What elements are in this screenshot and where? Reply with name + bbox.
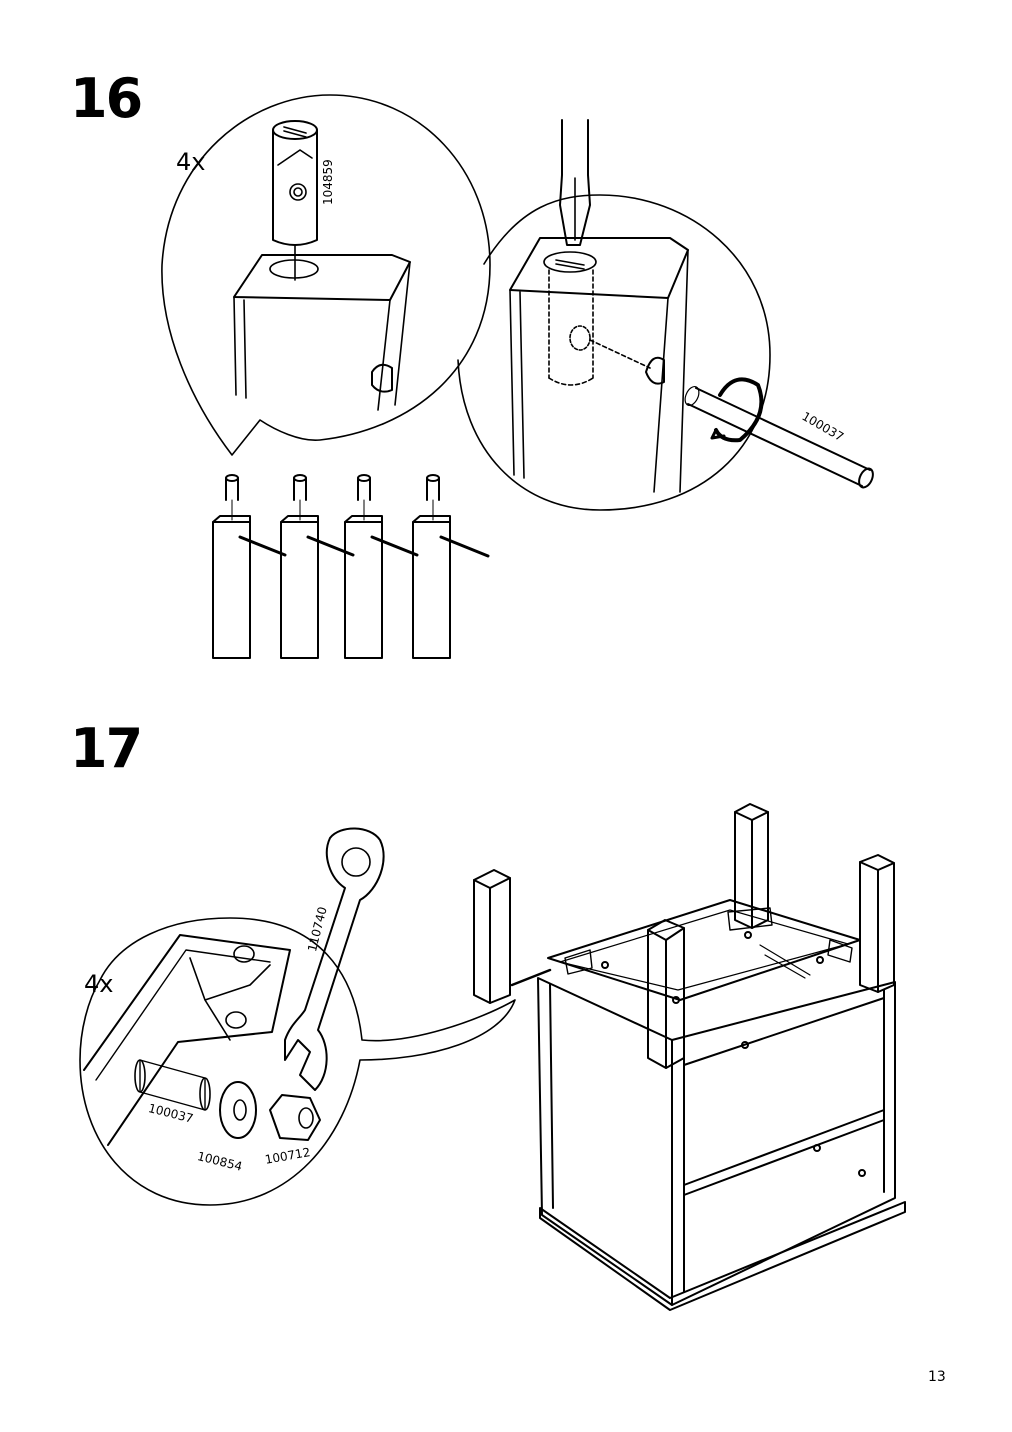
step16-quantity: 4x bbox=[176, 148, 206, 176]
step16-detail-circle-bolt bbox=[457, 119, 874, 511]
step17-detail-circle-fastening bbox=[79, 827, 516, 1206]
step16-legs-row bbox=[212, 474, 490, 659]
step-number-17: 17 bbox=[70, 717, 143, 780]
step-number-16: 16 bbox=[70, 67, 143, 130]
step16-detail-circle-dowel bbox=[161, 94, 491, 456]
step17-loose-leg bbox=[473, 869, 552, 1004]
step17-quantity: 4x bbox=[84, 970, 114, 998]
step17-cabinet bbox=[537, 803, 906, 1311]
page-number: 13 bbox=[928, 1369, 946, 1385]
part-number-dowel: 104859 bbox=[321, 159, 335, 205]
